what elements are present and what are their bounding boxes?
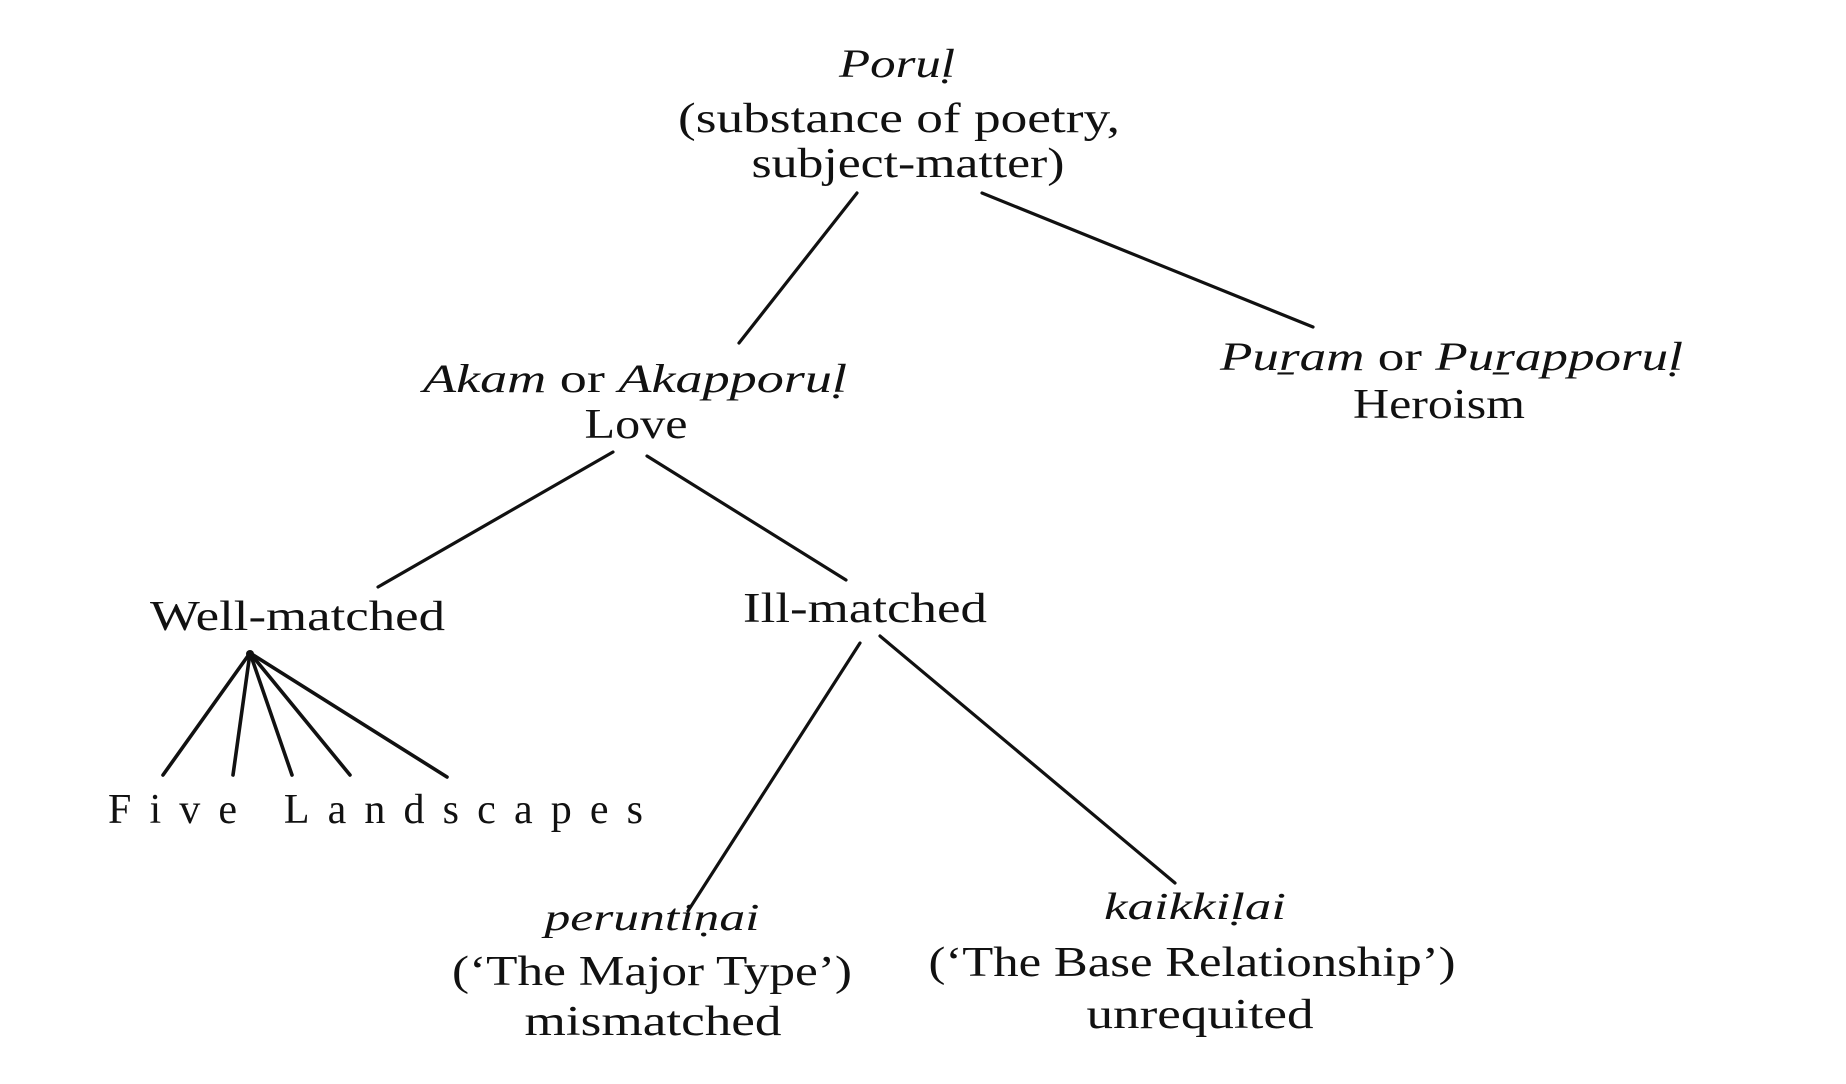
node-ill-matched: Ill-matched <box>743 586 987 632</box>
edge-akam-well-matched <box>376 450 615 589</box>
edges <box>161 191 1315 913</box>
five-landscapes-fan <box>161 650 449 779</box>
five-landscapes-label: Five Landscapes <box>108 787 643 833</box>
node-kaikkilai: kaikkiḷai (‘The Base Relationship’) unre… <box>929 886 1456 1038</box>
ill-matched-label: Ill-matched <box>743 586 987 632</box>
node-root: Poruḷ (substance of poetry, subject-matt… <box>678 41 1120 187</box>
peruntinai-term: peruntiṇai <box>540 897 759 939</box>
node-five-landscapes: Five Landscapes <box>108 787 643 833</box>
akam-title: Akam or Akapporuḷ <box>419 356 847 401</box>
root-gloss-line-1: (substance of poetry, <box>678 96 1120 142</box>
akapporul-term: Akapporuḷ <box>614 356 847 401</box>
akam-term: Akam <box>419 356 546 401</box>
root-label: Poruḷ <box>838 41 955 86</box>
edge-ill-matched-peruntinai <box>686 641 862 913</box>
edge-akam-ill-matched <box>645 454 848 582</box>
akam-connector: or <box>546 356 618 401</box>
edge-root-puram <box>980 191 1315 329</box>
root-gloss-line-2: subject-matter) <box>752 141 1065 187</box>
fan-line-2 <box>231 651 252 777</box>
node-akam: Akam or Akapporuḷ Love <box>419 356 847 448</box>
fan-line-4 <box>248 651 352 777</box>
puram-term: Puṟam <box>1219 334 1365 379</box>
fan-line-5 <box>248 651 449 779</box>
puram-gloss: Heroism <box>1353 382 1525 428</box>
kaikkilai-gloss: (‘The Base Relationship’) <box>929 940 1456 986</box>
edge-root-akam <box>737 191 859 345</box>
peruntinai-description: mismatched <box>525 999 782 1045</box>
edge-ill-matched-kaikkilai <box>878 634 1177 885</box>
fan-apex <box>246 650 254 658</box>
puram-connector: or <box>1364 334 1435 379</box>
fan-line-1 <box>161 651 252 777</box>
node-well-matched: Well-matched <box>150 594 445 640</box>
well-matched-label: Well-matched <box>150 594 445 640</box>
akam-gloss: Love <box>585 402 688 448</box>
purapporul-term: Puṟapporuḷ <box>1434 334 1683 379</box>
puram-title: Puṟam or Puṟapporuḷ <box>1219 334 1683 379</box>
peruntinai-gloss: (‘The Major Type’) <box>452 949 852 995</box>
kaikkilai-description: unrequited <box>1087 992 1314 1038</box>
kaikkilai-term: kaikkiḷai <box>1104 886 1286 928</box>
node-puram: Puṟam or Puṟapporuḷ Heroism <box>1219 334 1683 428</box>
fan-line-3 <box>248 651 294 777</box>
node-peruntinai: peruntiṇai (‘The Major Type’) mismatched <box>452 897 852 1045</box>
